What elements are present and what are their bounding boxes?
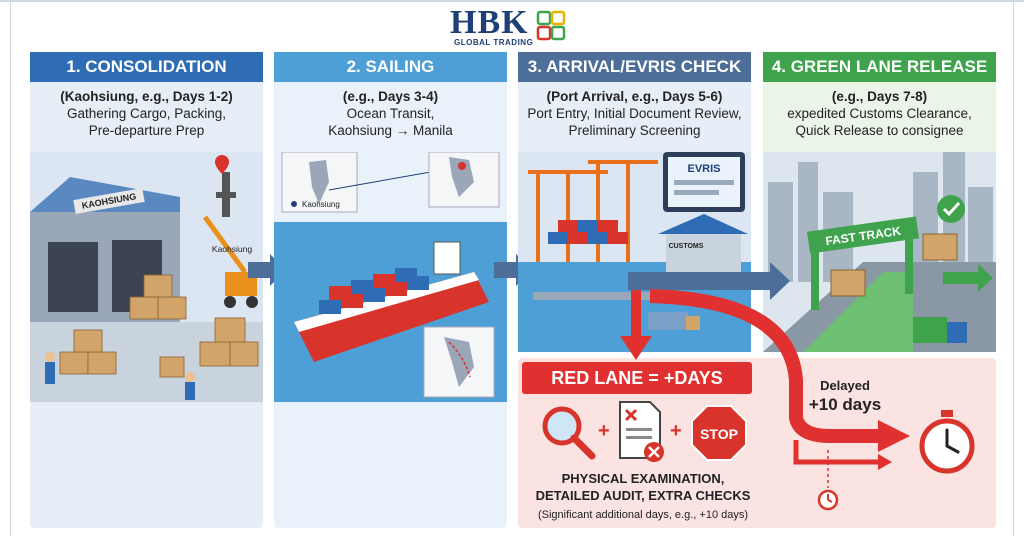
red-thin-arrowhead — [878, 454, 892, 470]
step-2-title: 2. SAILING — [274, 52, 507, 82]
red-lane-panel: RED LANE = +DAYS + + STOP PHYSICAL EXAMI… — [518, 358, 996, 528]
step-3-subtitle: (Port Arrival, e.g., Days 5-6) Port Entr… — [518, 88, 751, 139]
red-lane-note: (Significant additional days, e.g., +10 … — [537, 509, 749, 521]
magnifier-icon — [542, 406, 596, 460]
red-lane-title: RED LANE = +DAYS — [522, 362, 752, 394]
step-1-days: (Kaohsiung, e.g., Days 1-2) — [60, 89, 233, 104]
logo-squares-icon — [536, 10, 566, 41]
red-lane-arrowhead — [878, 420, 910, 452]
warehouse-illustration: KAOHSIUNG Kaohsiung — [30, 152, 263, 402]
step-2-panel: 2. SAILING (e.g., Days 3-4) Ocean Transi… — [274, 52, 507, 528]
stopwatch-icon — [919, 410, 975, 474]
evris-screen-label: EVRIS — [687, 163, 720, 175]
red-lane-line-2: DETAILED AUDIT, EXTRA CHECKS — [535, 488, 751, 503]
step-3-panel: 3. ARRIVAL/EVRIS CHECK (Port Arrival, e.… — [518, 52, 751, 352]
step-3-title: 3. ARRIVAL/EVRIS CHECK — [518, 52, 751, 82]
delay-label: Delayed — [820, 378, 870, 393]
step-4-desc-2: Quick Release to consignee — [795, 123, 964, 138]
document-reject-icon — [619, 401, 664, 462]
step-4-title: 4. GREEN LANE RELEASE — [763, 52, 996, 82]
side-line-left — [10, 0, 11, 536]
green-link-arrow — [628, 262, 790, 300]
step-2-days: (e.g., Days 3-4) — [342, 89, 439, 104]
step-4-panel: 4. GREEN LANE RELEASE (e.g., Days 7-8) e… — [763, 52, 996, 352]
step-1-desc-1: Gathering Cargo, Packing, — [66, 106, 227, 121]
step-4-desc-1: expedited Customs Clearance, — [787, 106, 972, 121]
step-2-subtitle: (e.g., Days 3-4) Ocean Transit, Kaohsiun… — [274, 88, 507, 139]
stop-sign-label: STOP — [700, 426, 738, 442]
step-1-subtitle: (Kaohsiung, e.g., Days 1-2) Gathering Ca… — [30, 88, 263, 139]
stop-sign-icon: STOP — [691, 405, 747, 461]
map-kaohsiung-label: Kaohsiung — [302, 200, 340, 209]
step-3-days: (Port Arrival, e.g., Days 5-6) — [546, 89, 723, 104]
fast-track-illustration: FAST TRACK — [763, 152, 996, 352]
red-drop-arrowhead — [620, 336, 652, 360]
brand-logo: HBK GLOBAL TRADING — [444, 4, 584, 48]
red-lane-line-1: PHYSICAL EXAMINATION, — [561, 471, 725, 486]
step-3-desc-2: Preliminary Screening — [568, 123, 701, 138]
step-4-subtitle: (e.g., Days 7-8) expedited Customs Clear… — [763, 88, 996, 139]
step-2-desc-1: Ocean Transit, — [346, 106, 435, 121]
brand-name: HBK — [450, 4, 529, 41]
step-2-desc-2: Kaohsiung → Manila — [328, 123, 453, 138]
red-lane-desc: PHYSICAL EXAMINATION, DETAILED AUDIT, EX… — [518, 470, 768, 504]
step-3-desc-1: Port Entry, Initial Document Review, — [527, 106, 742, 121]
red-thin-arrow — [793, 440, 880, 465]
plus-sign-1: + — [598, 420, 610, 442]
step-1-panel: 1. CONSOLIDATION (Kaohsiung, e.g., Days … — [30, 52, 263, 528]
kaohsiung-label: Kaohsiung — [212, 244, 252, 254]
top-border — [0, 0, 1024, 2]
brand-tagline: GLOBAL TRADING — [454, 38, 534, 47]
red-lane-arrow — [649, 289, 880, 443]
step-1-title: 1. CONSOLIDATION — [30, 52, 263, 82]
sailing-illustration: Kaohsiung — [274, 152, 507, 402]
plus-sign-2: + — [670, 420, 682, 442]
delay-value: +10 days — [808, 395, 882, 414]
side-line-right — [1013, 0, 1014, 536]
customs-sign: CUSTOMS — [669, 243, 704, 250]
step-1-desc-2: Pre-departure Prep — [88, 123, 205, 138]
small-clock-icon — [817, 489, 839, 511]
step-4-days: (e.g., Days 7-8) — [831, 89, 928, 104]
